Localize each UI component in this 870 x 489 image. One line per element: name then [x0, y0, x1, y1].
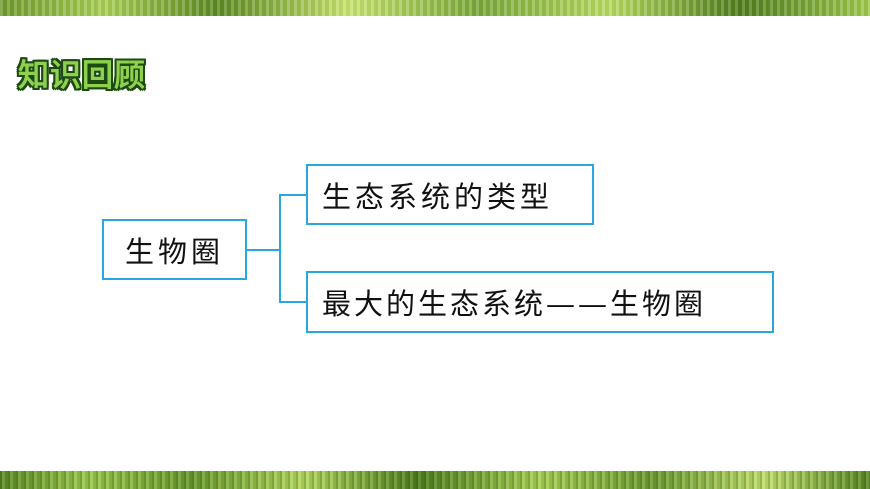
connector-branch-1 [279, 194, 306, 196]
mindmap-branch-node-1: 生态系统的类型 [306, 164, 594, 225]
page-title: 知识回顾 [18, 58, 146, 94]
root-node-label: 生物圈 [124, 234, 224, 269]
branch-2-label: 最大的生态系统——生物圈 [322, 287, 707, 321]
connector-root [247, 249, 280, 251]
connector-bracket [279, 194, 281, 303]
top-grass-banner [0, 0, 870, 16]
connector-branch-2 [279, 301, 306, 303]
branch-1-label: 生态系统的类型 [322, 179, 554, 214]
mindmap-branch-node-2: 最大的生态系统——生物圈 [306, 271, 774, 333]
bottom-grass-banner [0, 471, 870, 489]
mindmap-root-node: 生物圈 [102, 219, 247, 280]
